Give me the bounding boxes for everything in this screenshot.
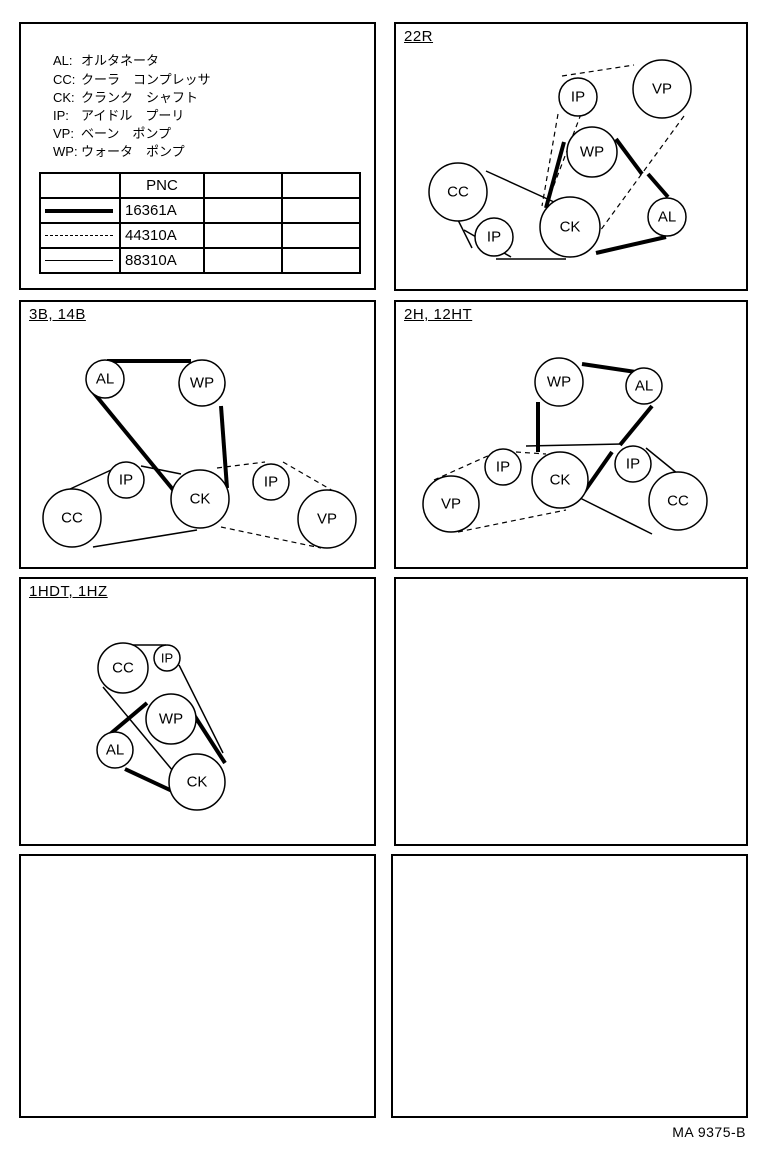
- pulley-label: IP: [161, 651, 173, 666]
- pulley-label: AL: [635, 378, 653, 395]
- legend-code: CC:: [53, 72, 76, 87]
- legend-item-al: AL: オルタネータ: [53, 50, 159, 69]
- legend-name: ウォータ ポンプ: [81, 144, 185, 159]
- pulley-wp: [534, 357, 584, 407]
- legend-name: クーラ コンプレッサ: [81, 72, 211, 87]
- pnc-table: PNC 16361A 44310A 88310A: [39, 172, 361, 274]
- empty-panel: [391, 854, 748, 1118]
- pulley-vp: [297, 489, 357, 549]
- pulley-label: VP: [317, 511, 337, 528]
- pulley-label: AL: [96, 371, 114, 388]
- belt-diagram-3b-14b: AL WP IP IP CK CC VP: [42, 359, 357, 549]
- pulley-al: [96, 731, 134, 769]
- diagram-panel-22r: IP VP WP CC CK AL IP 22R: [394, 22, 748, 291]
- belt-diagram-1hdt-1hz: CC IP WP AL CK: [96, 642, 227, 811]
- pulley-cc: [428, 162, 488, 222]
- empty-panel: [19, 854, 376, 1118]
- legend-name: ベーン ポンプ: [81, 126, 171, 141]
- pulley-label: IP: [571, 89, 585, 106]
- legend-code: AL:: [53, 53, 73, 68]
- legend-item-ck: CK: クランク シャフト: [53, 87, 198, 106]
- belt-diagram-22r: IP VP WP CC CK AL IP: [428, 59, 692, 260]
- pulley-label: WP: [190, 375, 214, 392]
- legend-item-cc: CC: クーラ コンプレッサ: [53, 69, 211, 88]
- thick-belt-sample: [45, 208, 113, 213]
- pulley-label: CC: [112, 660, 134, 677]
- pulley-al: [625, 367, 663, 405]
- diagram-title: 3B, 14B: [29, 306, 86, 323]
- pulley-wp: [566, 126, 618, 178]
- empty-panel: [394, 577, 748, 846]
- pulley-label: WP: [159, 711, 183, 728]
- pulley-label: IP: [119, 472, 133, 489]
- pulley-label: CC: [667, 493, 689, 510]
- pulley-ip: [558, 77, 598, 117]
- diagram-panel-2h-12ht: WP AL IP CK IP VP CC 2H, 12HT: [394, 300, 748, 569]
- legend-code: CK:: [53, 90, 75, 105]
- pulley-vp: [632, 59, 692, 119]
- table-row: 88310A: [39, 247, 361, 274]
- pulley-label: CK: [187, 774, 208, 791]
- pulley-ip: [252, 463, 290, 501]
- diagram-title: 1HDT, 1HZ: [29, 583, 108, 600]
- pulley-ck: [539, 196, 601, 258]
- diagram-panel-1hdt-1hz: CC IP WP AL CK 1HDT, 1HZ: [19, 577, 376, 846]
- pulley-ip: [107, 461, 145, 499]
- figure-code: MA 9375-B: [672, 1124, 746, 1140]
- table-row: 44310A: [39, 222, 361, 249]
- diagram-title: 2H, 12HT: [404, 306, 473, 323]
- legend-item-wp: WP:ウォータ ポンプ: [53, 141, 185, 160]
- pulley-label: WP: [580, 144, 604, 161]
- pulley-label: IP: [496, 459, 510, 476]
- pulley-wp: [145, 693, 197, 745]
- pulley-label: VP: [441, 496, 461, 513]
- pulley-label: AL: [658, 209, 676, 226]
- thin-belt-sample: [45, 260, 113, 261]
- pulley-ck: [531, 451, 589, 509]
- pulley-ip: [474, 217, 514, 257]
- pnc-value: 88310A: [119, 247, 205, 274]
- pulley-label: CK: [560, 219, 581, 236]
- legend-code: IP:: [53, 108, 69, 123]
- pulley-label: WP: [547, 374, 571, 391]
- pulley-cc: [97, 642, 149, 694]
- legend-name: アイドル プーリ: [81, 108, 185, 123]
- pulley-label: CC: [447, 184, 469, 201]
- pnc-table-header: PNC: [39, 172, 361, 199]
- pulley-al: [647, 197, 687, 237]
- pnc-header: PNC: [119, 172, 205, 199]
- legend-item-vp: VP: ベーン ポンプ: [53, 123, 171, 142]
- table-row: 16361A: [39, 197, 361, 224]
- pulley-label: VP: [652, 81, 672, 98]
- pulley-al: [85, 359, 125, 399]
- pulley-label: CK: [190, 491, 211, 508]
- diagram-title: 22R: [404, 28, 434, 45]
- legend-item-ip: IP: アイドル プーリ: [53, 105, 184, 124]
- pulley-wp: [178, 359, 226, 407]
- pnc-value: 44310A: [119, 222, 205, 249]
- legend-code: VP:: [53, 126, 74, 141]
- pulley-ip: [484, 448, 522, 486]
- pulley-cc: [648, 471, 708, 531]
- pulley-label: CC: [61, 510, 83, 527]
- pulley-cc: [42, 488, 102, 548]
- belt-diagram-2h-12ht: WP AL IP CK IP VP CC: [422, 357, 708, 535]
- diagram-panel-3b-14b: AL WP IP IP CK CC VP 3B, 14B: [19, 300, 376, 569]
- pulley-ck: [170, 469, 230, 529]
- legend-name: クランク シャフト: [81, 90, 199, 105]
- pulley-label: IP: [626, 456, 640, 473]
- pulley-label: IP: [487, 229, 501, 246]
- pulley-ck: [168, 753, 226, 811]
- pulley-ip: [153, 644, 181, 672]
- pulley-label: IP: [264, 474, 278, 491]
- pulley-label: AL: [106, 742, 124, 759]
- pnc-value: 16361A: [119, 197, 205, 224]
- legend-code: WP:: [53, 144, 78, 159]
- pulley-ip: [614, 445, 652, 483]
- pulley-vp: [422, 475, 480, 533]
- legend-name: オルタネータ: [81, 53, 160, 68]
- pulley-label: CK: [550, 472, 571, 489]
- legend-panel: AL: オルタネータ CC: クーラ コンプレッサ CK: クランク シャフト IP:…: [19, 22, 376, 290]
- dashed-belt-sample: [45, 235, 113, 236]
